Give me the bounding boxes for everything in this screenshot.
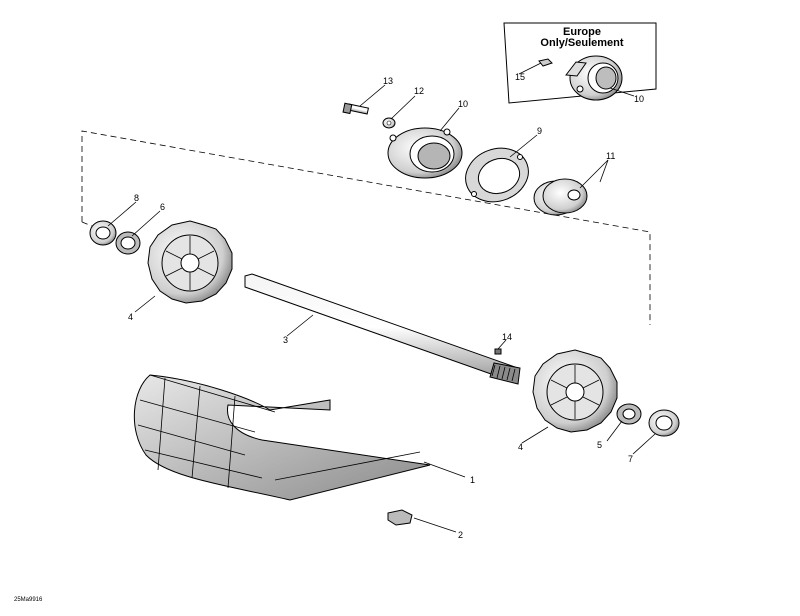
europe-inset: Europe Only/Seulement xyxy=(503,22,657,104)
callout-4-left: 4 xyxy=(128,312,133,322)
callout-2: 2 xyxy=(458,530,463,540)
callout-labels: 1 2 3 4 4 5 6 7 8 9 10 10 11 12 13 14 15 xyxy=(128,72,644,540)
bolt xyxy=(342,102,369,115)
seal-right xyxy=(616,403,642,425)
callout-14: 14 xyxy=(502,332,512,342)
callout-12: 12 xyxy=(414,86,424,96)
callout-11: 11 xyxy=(606,151,615,161)
callout-4-right: 4 xyxy=(518,442,523,452)
callout-3: 3 xyxy=(283,335,288,345)
sprocket-right xyxy=(532,349,618,433)
callout-5: 5 xyxy=(597,440,602,450)
bearing-housing xyxy=(387,127,463,179)
callout-13: 13 xyxy=(383,76,393,86)
drive-shaft xyxy=(244,273,521,385)
callout-6: 6 xyxy=(160,202,165,212)
leader-lines xyxy=(107,62,656,533)
inset-title-line1: Europe xyxy=(563,26,601,38)
nut xyxy=(382,117,396,129)
callout-10: 10 xyxy=(458,99,468,109)
pulley-spacers xyxy=(533,178,588,216)
track xyxy=(133,374,431,501)
bearing-right xyxy=(648,409,680,437)
figure-reference: 25Ma9916 xyxy=(14,597,43,603)
track-clip xyxy=(387,509,413,526)
callout-1: 1 xyxy=(470,475,475,485)
callout-9: 9 xyxy=(537,126,542,136)
bearing-left xyxy=(89,220,117,246)
shaft-key xyxy=(494,348,502,355)
callout-10-inset: 10 xyxy=(634,94,644,104)
seal-left xyxy=(115,231,141,255)
callout-8: 8 xyxy=(134,193,139,203)
sprocket-left xyxy=(147,220,233,304)
seal-plate xyxy=(465,147,529,203)
callout-15: 15 xyxy=(515,72,525,82)
bearing-housing-europe xyxy=(565,55,623,101)
lock-clip xyxy=(538,58,553,67)
callout-7: 7 xyxy=(628,454,633,464)
assembly-boundary-right xyxy=(81,130,651,325)
inset-title-line2: Only/Seulement xyxy=(540,37,623,49)
